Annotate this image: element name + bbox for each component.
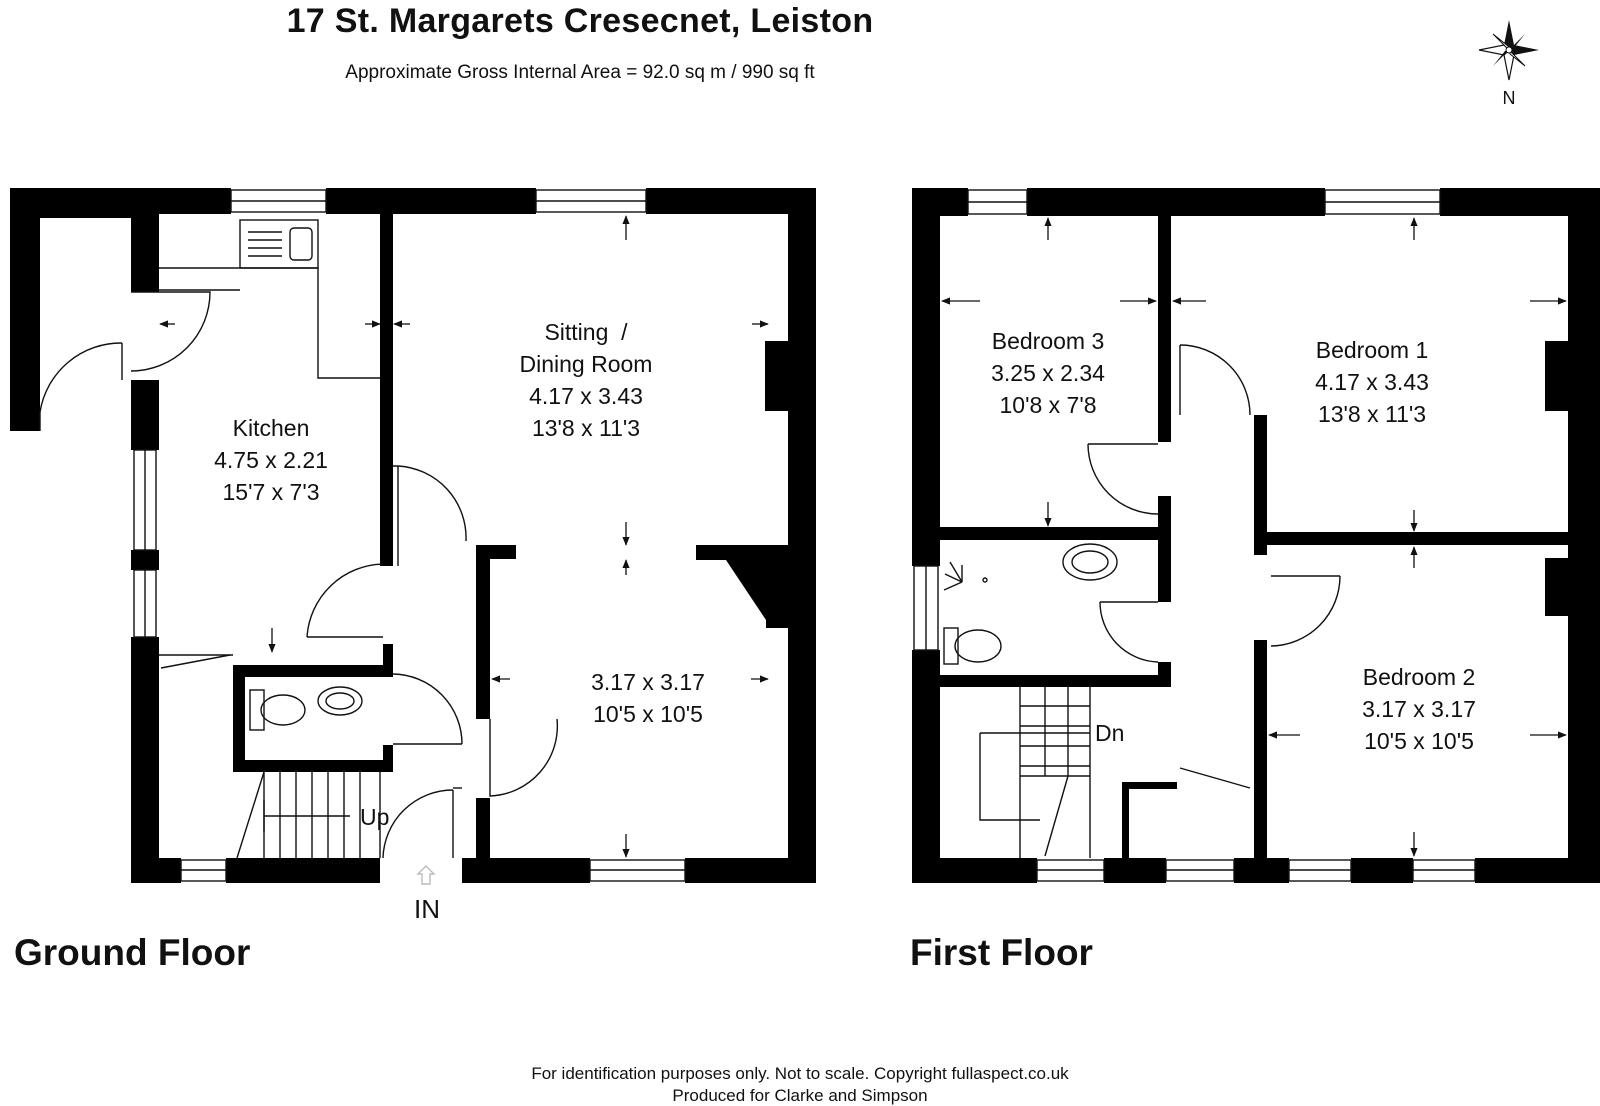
bedroom2-imperial: 10'5 x 10'5	[1364, 728, 1474, 754]
footer-disclaimer: For identification purposes only. Not to…	[531, 1064, 1069, 1083]
compass-north-label: N	[1503, 88, 1516, 108]
dining-imperial: 10'5 x 10'5	[593, 701, 703, 727]
compass-rose-icon	[1478, 20, 1539, 81]
bedroom3-metric: 3.25 x 2.34	[991, 360, 1105, 386]
bedroom2-metric: 3.17 x 3.17	[1362, 696, 1476, 722]
sitting-imperial: 13'8 x 11'3	[532, 415, 640, 441]
first-floor-details	[913, 189, 1476, 882]
dining-metric: 3.17 x 3.17	[591, 669, 705, 695]
sitting-name-line1: Sitting /	[544, 319, 628, 345]
kitchen-name: Kitchen	[233, 415, 310, 441]
entrance-arrow-icon	[416, 865, 436, 885]
gross-internal-area: Approximate Gross Internal Area = 92.0 s…	[345, 62, 815, 83]
ground-floor-plan	[10, 188, 816, 883]
bedroom3-imperial: 10'8 x 7'8	[999, 392, 1096, 418]
first-floor-label: First Floor	[910, 932, 1093, 973]
bedroom1-imperial: 13'8 x 11'3	[1318, 401, 1426, 427]
ground-floor-label: Ground Floor	[14, 932, 251, 973]
ground-stairs-label: Up	[360, 804, 389, 830]
bedroom3-name: Bedroom 3	[992, 328, 1105, 354]
kitchen-metric: 4.75 x 2.21	[214, 447, 328, 473]
sitting-metric: 4.17 x 3.43	[529, 383, 643, 409]
ground-floor-details	[39, 189, 686, 882]
first-floor-plan	[912, 188, 1600, 883]
bedroom1-metric: 4.17 x 3.43	[1315, 369, 1429, 395]
sitting-name-line2: Dining Room	[520, 351, 653, 377]
page-title: 17 St. Margarets Cresecnet, Leiston	[286, 2, 874, 40]
bedroom2-name: Bedroom 2	[1363, 664, 1476, 690]
bedroom1-name: Bedroom 1	[1316, 337, 1429, 363]
footer-producer: Produced for Clarke and Simpson	[672, 1086, 928, 1105]
first-stairs-label: Dn	[1095, 720, 1124, 746]
ground-floor-dimension-arrows	[159, 215, 769, 858]
first-floor-dimension-arrows	[941, 217, 1567, 857]
kitchen-imperial: 15'7 x 7'3	[222, 479, 319, 505]
entrance-label: IN	[414, 894, 440, 924]
